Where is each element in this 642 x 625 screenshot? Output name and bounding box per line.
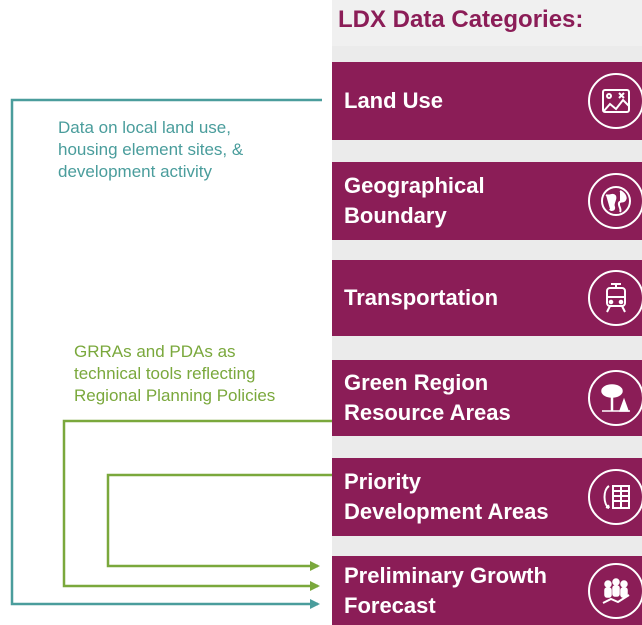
divider — [332, 140, 642, 162]
globe-icon — [588, 173, 642, 229]
priority-development-connector — [106, 473, 332, 571]
green-region-connector — [62, 419, 332, 591]
header-background — [332, 0, 642, 46]
trees-icon — [588, 370, 642, 426]
people-growth-icon — [588, 563, 642, 619]
category-label: Priority Development Areas — [344, 469, 549, 524]
land-use-note: Data on local land use, housing element … — [58, 118, 244, 181]
category-label: Transportation — [344, 285, 499, 310]
divider — [332, 436, 642, 458]
category-label: Geographical Boundary — [344, 173, 485, 228]
category-preliminary-growth-forecast: Preliminary Growth Forecast — [332, 556, 642, 625]
divider — [332, 240, 642, 260]
category-label: Preliminary Growth Forecast — [344, 563, 547, 618]
policy-note: GRRAs and PDAs as technical tools reflec… — [74, 342, 276, 405]
divider — [332, 336, 642, 360]
land-use-connector — [10, 98, 322, 609]
map-icon — [588, 73, 642, 129]
category-label: Green Region Resource Areas — [344, 370, 511, 425]
page-title: LDX Data Categories: — [338, 6, 584, 33]
divider — [332, 46, 642, 62]
category-land-use: Land Use — [332, 62, 642, 140]
train-icon — [588, 270, 642, 326]
category-label: Land Use — [344, 88, 444, 113]
buildings-icon — [588, 469, 642, 525]
category-priority-development-areas: Priority Development Areas — [332, 458, 642, 536]
category-transportation: Transportation — [332, 260, 642, 336]
category-green-region-resource-areas: Green Region Resource Areas — [332, 360, 642, 436]
divider — [332, 536, 642, 556]
category-geographical-boundary: Geographical Boundary — [332, 162, 642, 240]
